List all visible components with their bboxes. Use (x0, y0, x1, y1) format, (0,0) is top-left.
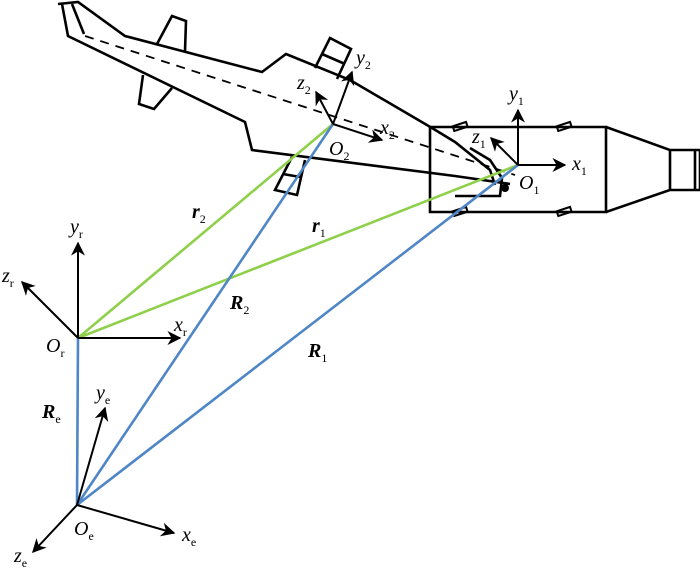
label-r2: r2 (192, 201, 206, 226)
label-y1: y1 (507, 83, 524, 108)
label-x1: x1 (571, 153, 587, 178)
aircraft-2-tail-fin (70, 3, 86, 35)
z2-axis-arrow (315, 90, 334, 125)
ze-axis-arrow (32, 504, 78, 554)
vector-r2 (77, 123, 334, 339)
label-ye: ye (94, 382, 110, 407)
label-Re: Re (41, 401, 61, 426)
aircraft-1-nozzle (605, 125, 700, 214)
label-y2: y2 (354, 47, 371, 72)
x2-axis-arrow (332, 123, 384, 143)
frame-2-axes (315, 70, 384, 143)
label-ze: ze (13, 545, 27, 570)
label-r1: r1 (312, 215, 326, 240)
vector-R2 (75, 123, 335, 506)
vector-Re (75, 337, 80, 506)
z1-axis-arrow (490, 137, 519, 166)
ye-axis-arrow (76, 406, 109, 506)
label-Or: Or (46, 335, 64, 360)
label-O1: O1 (519, 172, 539, 197)
vector-R1 (76, 163, 519, 507)
label-xe: xe (181, 524, 196, 549)
aircraft-2-lower-stabilizer (137, 74, 173, 111)
frame-e-axes (32, 406, 176, 554)
aircraft-2-upper-stabilizer (155, 14, 188, 52)
aircraft-1 (428, 120, 700, 218)
aircraft-2-centerline (84, 35, 516, 176)
label-xr: xr (173, 314, 187, 339)
zr-axis-arrow (21, 281, 79, 339)
label-x2: x2 (379, 117, 395, 142)
aircraft-2-upper-pylon (313, 36, 353, 80)
aircraft-1-inner-nose (455, 146, 504, 198)
xe-axis-arrow (76, 504, 176, 537)
aircraft-2-fuselage (57, 0, 511, 186)
vector-r1 (77, 163, 519, 340)
y2-axis-arrow (332, 70, 355, 125)
label-z1: z1 (471, 126, 486, 151)
label-z2: z2 (296, 72, 311, 97)
aircraft-2 (57, 0, 516, 197)
label-Oe: Oe (74, 518, 94, 543)
aircraft-1-hitch-point (501, 184, 509, 192)
label-R1: R1 (307, 340, 327, 365)
label-zr: zr (1, 265, 14, 290)
label-R2: R2 (229, 292, 249, 317)
label-yr: yr (68, 216, 83, 241)
frame-r-axes (21, 241, 182, 345)
label-O2: O2 (329, 138, 349, 163)
frame-1-axes (490, 108, 567, 172)
